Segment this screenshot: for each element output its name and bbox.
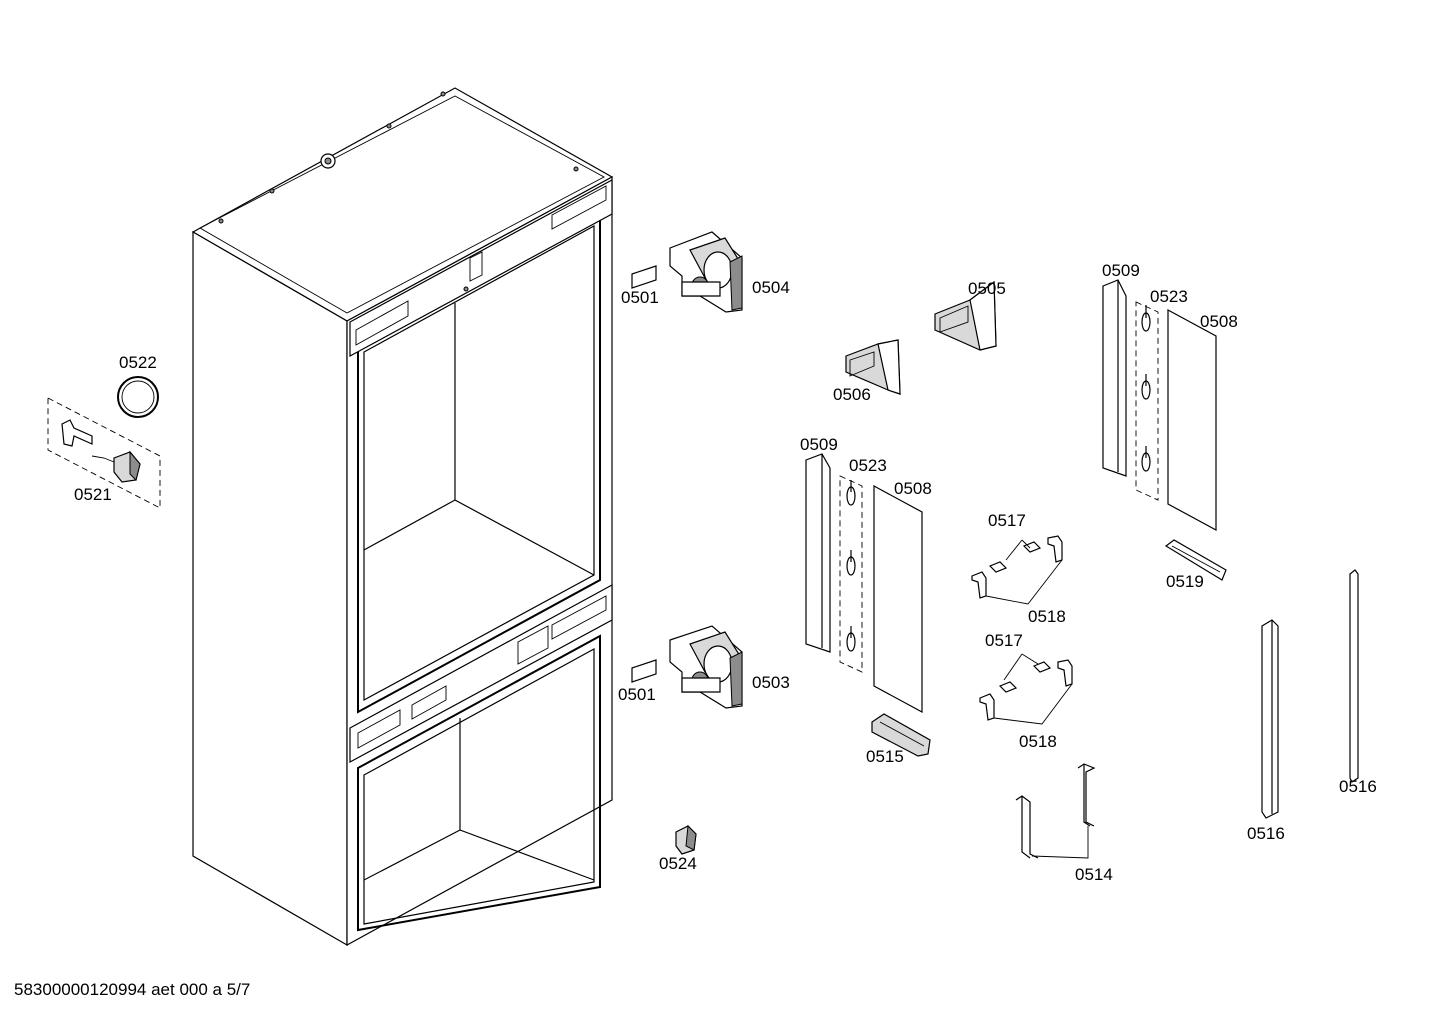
lamp-assembly-0521 bbox=[47, 397, 161, 509]
bracket-0506 bbox=[845, 339, 901, 395]
switch-0524 bbox=[675, 824, 697, 855]
label-0501-upper: 0501 bbox=[621, 288, 659, 307]
bracket-pair-0517-0518-upper bbox=[971, 535, 1063, 605]
panel-0508-lower bbox=[873, 484, 923, 714]
label-0518-lower: 0518 bbox=[1019, 732, 1057, 751]
trim-strip-0509-upper bbox=[1102, 279, 1127, 477]
label-0506: 0506 bbox=[833, 385, 871, 404]
label-0519: 0519 bbox=[1166, 572, 1204, 591]
label-0521: 0521 bbox=[74, 485, 112, 504]
label-0501-lower: 0501 bbox=[618, 685, 656, 704]
ring-0522 bbox=[117, 376, 159, 418]
mount-strip-0523-lower bbox=[839, 475, 863, 673]
panel-0508-upper bbox=[1167, 308, 1217, 532]
trim-strip-0516-front bbox=[1261, 619, 1279, 819]
label-0518-upper: 0518 bbox=[1028, 607, 1066, 626]
rail-0515 bbox=[871, 713, 931, 757]
label-0504: 0504 bbox=[752, 278, 790, 297]
washer-0501-upper bbox=[631, 265, 657, 289]
label-0509-upper: 0509 bbox=[1102, 261, 1140, 280]
label-0516-front: 0516 bbox=[1247, 824, 1285, 843]
label-0503: 0503 bbox=[752, 673, 790, 692]
trim-strip-0509-lower bbox=[805, 453, 831, 653]
bracket-pair-0517-0518-lower bbox=[979, 653, 1073, 725]
rail-0519 bbox=[1164, 539, 1227, 581]
label-0524: 0524 bbox=[659, 854, 697, 873]
lower-hinge-0503 bbox=[669, 625, 743, 709]
label-0508-upper: 0508 bbox=[1200, 312, 1238, 331]
label-0522: 0522 bbox=[119, 353, 157, 372]
mount-strip-0523-upper bbox=[1135, 301, 1159, 501]
bracket-0505 bbox=[934, 280, 997, 351]
label-0523-upper: 0523 bbox=[1150, 287, 1188, 306]
label-0508-lower: 0508 bbox=[894, 479, 932, 498]
label-0505: 0505 bbox=[968, 279, 1006, 298]
label-0514: 0514 bbox=[1075, 865, 1113, 884]
trim-strip-0516-side bbox=[1349, 569, 1359, 783]
label-0517-lower: 0517 bbox=[985, 631, 1023, 650]
label-0515: 0515 bbox=[866, 747, 904, 766]
label-0517-upper: 0517 bbox=[988, 511, 1026, 530]
upper-hinge-0504 bbox=[669, 231, 743, 313]
refrigerator-cabinet bbox=[191, 87, 614, 947]
document-id: 58300000120994 aet 000 a 5/7 bbox=[14, 980, 251, 999]
washer-0501-lower bbox=[631, 659, 657, 683]
label-0516-side: 0516 bbox=[1339, 777, 1377, 796]
label-0523-lower: 0523 bbox=[849, 456, 887, 475]
label-0509-lower: 0509 bbox=[800, 435, 838, 454]
bracket-pair-0514 bbox=[1015, 763, 1096, 859]
